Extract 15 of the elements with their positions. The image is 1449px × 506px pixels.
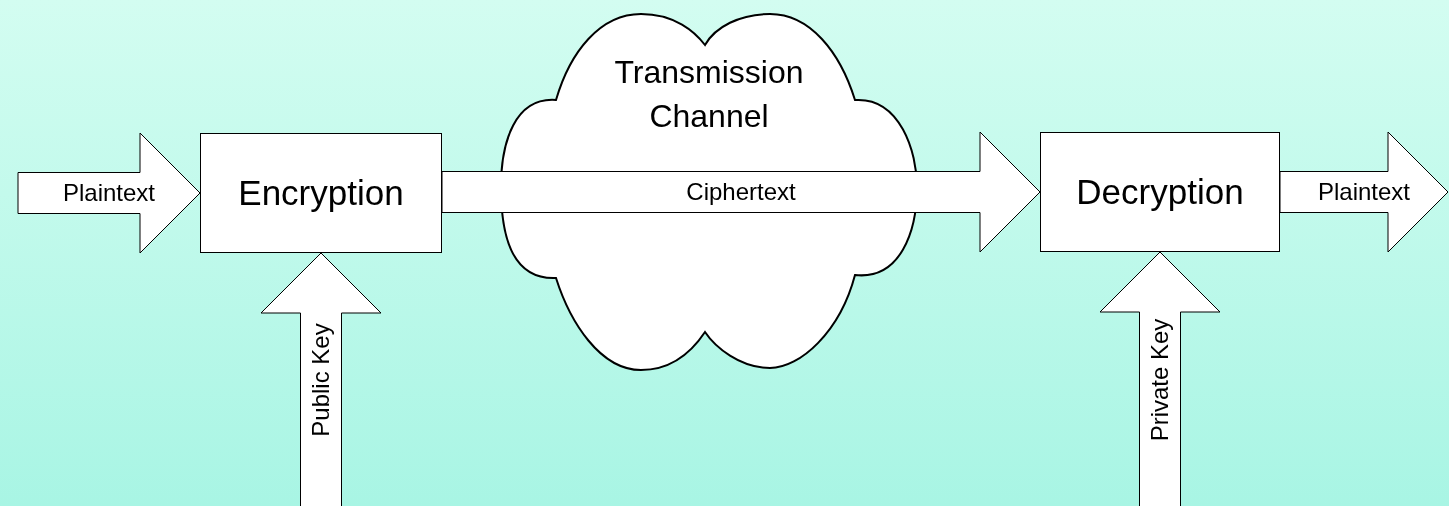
cloud-label: Transmission Channel (613, 53, 805, 136)
process-box (200, 133, 442, 253)
edge-label: Ciphertext (686, 180, 796, 204)
edge-label: Public Key (309, 323, 333, 437)
process-box (1040, 132, 1280, 252)
edge-label: Plaintext (62, 181, 156, 205)
block-arrow (1099, 251, 1221, 506)
edge-label: Private Key (1148, 318, 1172, 441)
block-arrow (260, 252, 382, 506)
box-label: Encryption (238, 172, 404, 215)
box-label: Decryption (1076, 171, 1244, 214)
block-arrow (441, 131, 1041, 253)
block-arrow (1279, 131, 1449, 253)
block-arrow (17, 132, 201, 254)
edge-label: Plaintext (1317, 180, 1411, 204)
